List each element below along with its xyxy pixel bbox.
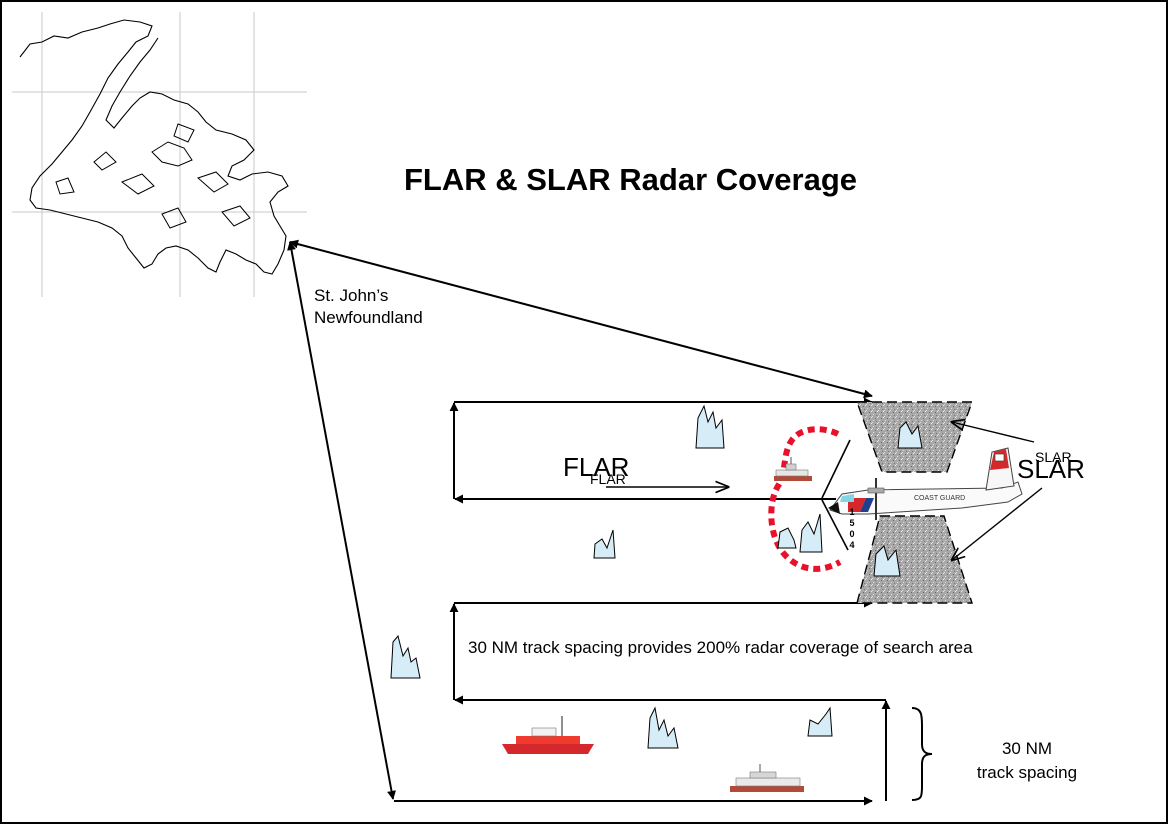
- iceberg: [897, 421, 923, 449]
- slar-swath-starboard: [856, 515, 973, 604]
- iceberg: [647, 706, 679, 749]
- iceberg: [807, 706, 833, 737]
- newfoundland-map: [12, 12, 307, 297]
- iceberg: [593, 529, 616, 559]
- ship-patrol-upper: [774, 457, 812, 481]
- flar-sweep-arc: [768, 426, 842, 572]
- st-johns-label: St. John’s Newfoundland: [314, 286, 423, 327]
- diagram-title: FLAR & SLAR Radar Coverage: [404, 162, 858, 197]
- iceberg: [799, 513, 823, 553]
- icebergs: [390, 404, 923, 749]
- coastline-inlets: [55, 123, 251, 229]
- spacing-brace: [911, 707, 933, 801]
- slar-pointer-lower: [952, 487, 1043, 560]
- aircraft-fuselage-text: COAST GUARD: [914, 495, 965, 502]
- iceberg: [390, 634, 421, 679]
- flar-beam: [821, 439, 851, 551]
- slar-pointer-upper: [952, 422, 1035, 443]
- iceberg: [873, 545, 901, 577]
- iceberg: [695, 404, 725, 449]
- transit-arrow-return: [287, 241, 396, 800]
- hc130-aircraft: COAST GUARD: [828, 447, 1023, 520]
- search-tracks: [394, 397, 891, 806]
- slar-label-overlap: SLAR: [1035, 449, 1072, 465]
- aircraft-tail-number: 1 5 0 4: [849, 507, 855, 550]
- map-grid: [12, 12, 307, 297]
- ship-patrol-lower: [730, 764, 804, 792]
- slar-label: SLAR: [1017, 454, 1085, 484]
- track-spacing-note: 30 NM track spacing: [976, 739, 1078, 782]
- iceberg: [777, 527, 797, 549]
- coverage-note: 30 NM track spacing provides 200% radar …: [468, 638, 973, 657]
- flar-label-overlap: FLAR: [590, 471, 626, 487]
- coastline: [19, 19, 289, 275]
- flar-label: FLAR: [563, 452, 630, 482]
- ship-cutter: [502, 716, 594, 754]
